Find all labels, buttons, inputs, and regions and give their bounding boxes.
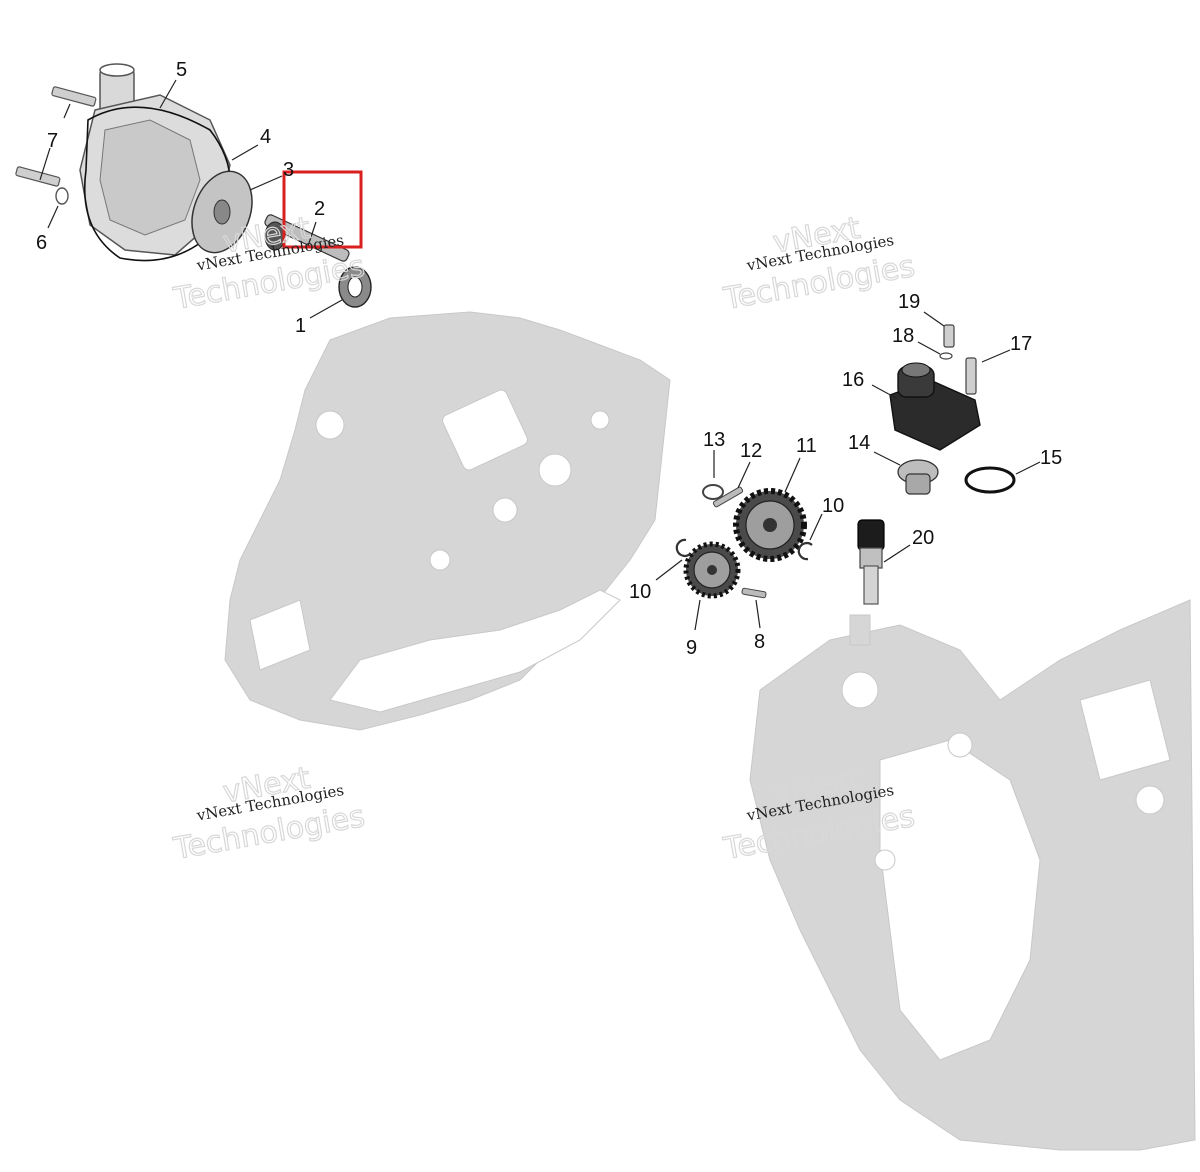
pin-8-part <box>741 587 767 599</box>
bolt-part <box>15 86 97 187</box>
callout-20: 20 <box>912 527 934 549</box>
bolt-19-part <box>943 324 955 348</box>
callout-7: 7 <box>47 130 58 152</box>
thermostat-housing-part <box>889 362 981 451</box>
callout-10b: 10 <box>822 495 844 517</box>
callout-17: 17 <box>1010 333 1032 355</box>
watermark-top-right: vNext Technologies vNext Technologies <box>720 210 918 317</box>
callout-18: 18 <box>892 325 914 347</box>
callout-1: 1 <box>295 315 306 337</box>
callout-13: 13 <box>703 429 725 451</box>
callout-11: 11 <box>796 435 817 457</box>
callout-labels: 1 2 3 4 5 6 7 8 9 10 10 11 12 13 14 15 1… <box>36 59 1062 659</box>
watermark-bottom-left: vNext Technologies vNext Technologies <box>170 760 368 867</box>
circlip-10a-part <box>675 538 691 557</box>
washer-part <box>55 187 69 205</box>
callout-16: 16 <box>842 369 864 391</box>
callout-12: 12 <box>740 440 762 462</box>
o-ring-part <box>964 466 1016 494</box>
pin-12-part <box>712 486 744 508</box>
callout-4: 4 <box>260 126 271 148</box>
callout-9: 9 <box>686 637 697 659</box>
washer-18-part <box>939 352 953 360</box>
callout-15: 15 <box>1040 447 1062 469</box>
gear-9-part <box>683 541 741 599</box>
callout-8: 8 <box>754 631 765 653</box>
callout-19: 19 <box>898 291 920 313</box>
callout-2: 2 <box>314 198 325 220</box>
callout-10a: 10 <box>629 581 651 603</box>
thermostat-part <box>897 459 939 495</box>
callout-6: 6 <box>36 232 47 254</box>
bolt-17-part <box>965 357 977 395</box>
crankcase-ghost-right <box>749 599 1196 1151</box>
seal-part <box>338 266 372 308</box>
temperature-sensor-part <box>857 519 885 605</box>
gear-11-part <box>733 488 807 562</box>
highlight-box <box>282 170 363 249</box>
leader-lines <box>39 79 1041 631</box>
callout-5: 5 <box>176 59 187 81</box>
callout-3: 3 <box>283 159 294 181</box>
callout-14: 14 <box>848 432 870 454</box>
circlip-10b-part <box>797 542 813 561</box>
impeller-part <box>191 170 253 254</box>
crankcase-ghost-left <box>224 311 671 731</box>
washer-13-part <box>702 484 724 500</box>
